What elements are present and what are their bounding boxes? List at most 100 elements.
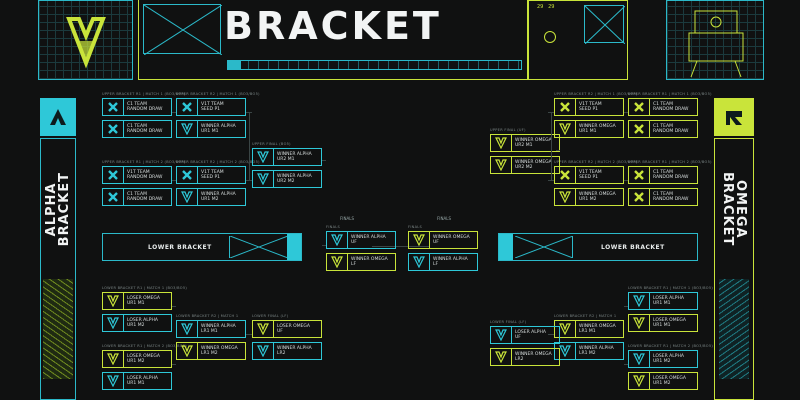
- team-label: WINNER ALPHA UR1 M1: [201, 124, 236, 134]
- team-label: LOSER OMEGA UR1 M2: [653, 376, 686, 386]
- finals-label-left: FINALS: [340, 216, 354, 221]
- team-slot[interactable]: WINNER ALPHA UR1 M2: [176, 188, 246, 206]
- team-slot[interactable]: WINNER ALPHA UR2 M2: [252, 170, 322, 188]
- connector-line: [172, 180, 176, 181]
- team-slot[interactable]: LOSER OMEGA UR1 M1: [102, 292, 172, 310]
- team-label: LOSER OMEGA UR1 M2: [127, 354, 160, 364]
- team-slot[interactable]: WINNER ALPHA LR2: [252, 342, 322, 360]
- team-label: V1T TEAM RANDOM DRAW: [127, 170, 163, 180]
- team-slot[interactable]: WINNER OMEGA UR2 M2: [490, 156, 560, 174]
- team-slot[interactable]: WINNER OMEGA UR1 M2: [554, 188, 624, 206]
- team-slot[interactable]: LOSER ALPHA UR1 M1: [102, 372, 172, 390]
- team-slot[interactable]: WINNER OMEGA LF: [326, 253, 396, 271]
- team-label: C1 TEAM RANDOM DRAW: [653, 124, 689, 134]
- team-slot[interactable]: WINNER ALPHA LR1 M2: [554, 342, 624, 360]
- connector-line: [246, 180, 252, 181]
- team-slot[interactable]: WINNER OMEGA LR1 M1: [554, 320, 624, 338]
- match-header: LOWER BRACKET R1 | MATCH 1 (BO3/BO5): [628, 286, 714, 290]
- connector-line: [322, 160, 326, 161]
- x-icon: [629, 99, 650, 115]
- team-slot[interactable]: V1T TEAM SEED P1: [554, 166, 624, 184]
- team-slot[interactable]: LOSER OMEGA UF: [252, 320, 322, 338]
- valorant-icon: [177, 189, 198, 205]
- match-header: FINALS: [408, 225, 423, 229]
- team-slot[interactable]: V1T TEAM SEED P1: [554, 98, 624, 116]
- team-slot[interactable]: C1 TEAM RANDOM DRAW: [102, 188, 172, 206]
- connector-line: [548, 180, 554, 181]
- team-slot[interactable]: WINNER OMEGA UR1 M1: [554, 120, 624, 138]
- team-slot[interactable]: V1T TEAM RANDOM DRAW: [102, 166, 172, 184]
- match-card: LOWER BRACKET R1 | MATCH 2 (BO3/BO5)LOSE…: [628, 344, 713, 390]
- team-slot[interactable]: C1 TEAM RANDOM DRAW: [628, 120, 698, 138]
- x-icon: [629, 189, 650, 205]
- connector-line: [624, 180, 628, 181]
- valorant-icon: [253, 321, 274, 337]
- page-title: BRACKET: [224, 4, 442, 48]
- team-slot[interactable]: WINNER OMEGA LR2: [490, 348, 560, 366]
- banner-cross-box: [143, 4, 223, 56]
- team-label: LOSER ALPHA UR1 M2: [127, 318, 158, 328]
- valorant-icon: [177, 121, 198, 137]
- valorant-icon: [177, 321, 198, 337]
- banner-tag-icon: [227, 61, 241, 69]
- x-icon: [103, 167, 124, 183]
- team-label: WINNER OMEGA UR1 M1: [579, 124, 616, 134]
- team-slot[interactable]: LOSER OMEGA UR1 M1: [628, 314, 698, 332]
- team-label: WINNER ALPHA LR1 M2: [579, 346, 614, 356]
- team-slot[interactable]: C1 TEAM RANDOM DRAW: [628, 166, 698, 184]
- team-slot[interactable]: WINNER ALPHA UR2 M1: [252, 148, 322, 166]
- team-slot[interactable]: LOSER OMEGA UR1 M2: [102, 350, 172, 368]
- team-slot[interactable]: WINNER OMEGA UF: [408, 231, 478, 249]
- match-header: UPPER BRACKET R2 | MATCH 1 (BO3/BO5): [176, 92, 260, 96]
- omega-logo-box: [714, 98, 754, 136]
- team-slot[interactable]: C1 TEAM RANDOM DRAW: [102, 120, 172, 138]
- valorant-icon: [327, 254, 348, 270]
- match-header: UPPER BRACKET R2 | MATCH 2 (BO3/BO5): [176, 160, 260, 164]
- match-header: LOWER BRACKET R2 | MATCH 1: [554, 314, 617, 318]
- team-slot[interactable]: WINNER ALPHA UR1 M1: [176, 120, 246, 138]
- team-label: WINNER ALPHA LF: [433, 257, 468, 267]
- match-header: LOWER FINAL (LF): [490, 320, 527, 324]
- team-slot[interactable]: LOSER ALPHA UR1 M2: [628, 350, 698, 368]
- valorant-icon: [253, 343, 274, 359]
- team-slot[interactable]: V1T TEAM SEED P1: [176, 98, 246, 116]
- omega-logo-icon: [726, 111, 742, 125]
- valorant-icon: [555, 189, 576, 205]
- team-slot[interactable]: C1 TEAM RANDOM DRAW: [628, 188, 698, 206]
- team-slot[interactable]: C1 TEAM RANDOM DRAW: [628, 98, 698, 116]
- x-icon: [629, 121, 650, 137]
- match-header: UPPER BRACKET R1 | MATCH 2 (BO3/BO5): [102, 160, 186, 164]
- x-icon: [555, 167, 576, 183]
- team-label: WINNER OMEGA LR2: [515, 352, 552, 362]
- team-slot[interactable]: WINNER ALPHA UF: [326, 231, 396, 249]
- match-card: UPPER BRACKET R2 | MATCH 1 (BO3/BO5) V1T …: [176, 92, 260, 138]
- team-slot[interactable]: WINNER OMEGA UR2 M1: [490, 134, 560, 152]
- team-label: V1T TEAM SEED P1: [579, 170, 602, 180]
- match-card: UPPER BRACKET R2 | MATCH 2 (BO3/BO5)V1T …: [554, 160, 638, 206]
- team-slot[interactable]: WINNER OMEGA LR1 M2: [176, 342, 246, 360]
- team-slot[interactable]: LOSER OMEGA UR1 M2: [628, 372, 698, 390]
- team-slot[interactable]: C1 TEAM RANDOM DRAW: [102, 98, 172, 116]
- team-label: WINNER ALPHA LR1 M1: [201, 324, 236, 334]
- team-label: WINNER ALPHA UR2 M2: [277, 174, 312, 184]
- team-slot[interactable]: LOSER ALPHA UR1 M2: [102, 314, 172, 332]
- x-icon: [177, 99, 198, 115]
- team-slot[interactable]: WINNER ALPHA LF: [408, 253, 478, 271]
- team-slot[interactable]: WINNER ALPHA LR1 M1: [176, 320, 246, 338]
- team-slot[interactable]: LOSER ALPHA UR1 M1: [628, 292, 698, 310]
- valorant-icon: [491, 327, 512, 343]
- team-label: WINNER OMEGA LF: [351, 257, 388, 267]
- match-card: LOWER BRACKET R1 | MATCH 2 (BO3/BO5) LOSE…: [102, 344, 187, 390]
- team-slot[interactable]: V1T TEAM SEED P1: [176, 166, 246, 184]
- valorant-icon: [327, 232, 348, 248]
- match-header: UPPER BRACKET R2 | MATCH 1 (BO3/BO5): [554, 92, 638, 96]
- team-label: WINNER ALPHA UR1 M2: [201, 192, 236, 202]
- alpha-logo-icon: [50, 109, 66, 125]
- team-slot[interactable]: LOSER ALPHA UF: [490, 326, 560, 344]
- valorant-icon: [409, 232, 430, 248]
- team-label: WINNER OMEGA UR1 M2: [579, 192, 616, 202]
- match-header: LOWER BRACKET R1 | MATCH 2 (BO3/BO5): [102, 344, 188, 348]
